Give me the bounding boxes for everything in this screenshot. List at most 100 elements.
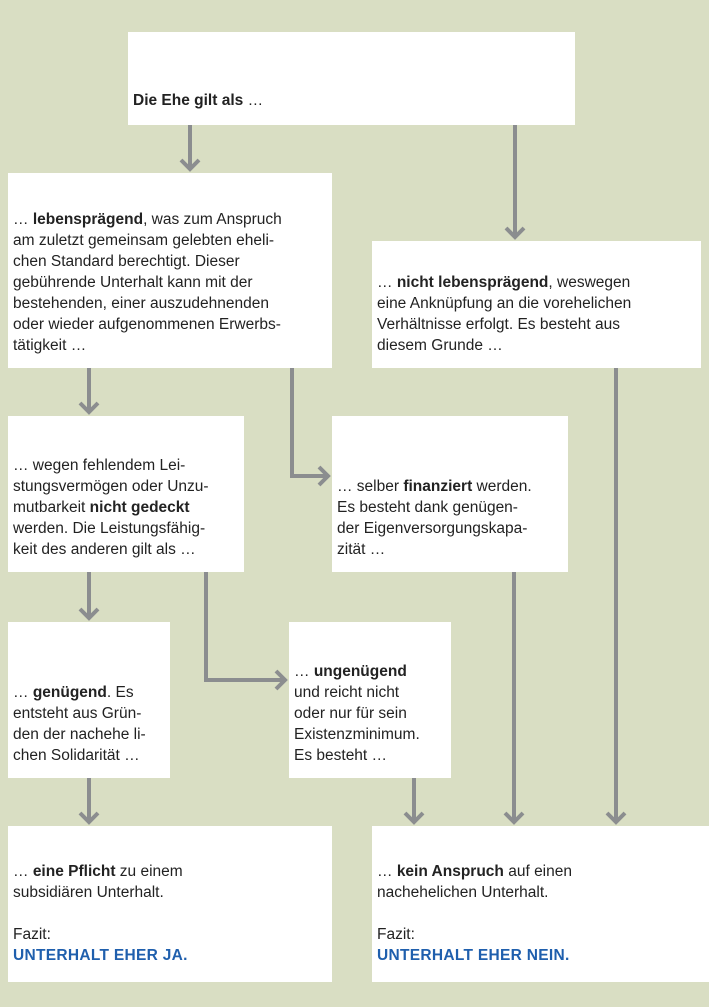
text-line: diesem Grunde …	[377, 335, 695, 356]
text: …	[294, 663, 314, 680]
text-line: entsteht aus Grün-	[13, 703, 164, 724]
text: …	[13, 863, 33, 880]
text-line: … genügend. Es	[13, 682, 164, 703]
arrowhead-icon	[403, 811, 425, 825]
bold-text: nicht gedeckt	[89, 499, 190, 516]
text: , was zum Anspruch	[143, 211, 282, 228]
text-line: chen Standard berechtigt. Dieser	[13, 251, 326, 272]
text: entsteht aus Grün-	[13, 705, 142, 722]
box-finanziert: … selber finanziert werden. Es besteht da…	[332, 416, 568, 572]
box-result-nein: … kein Anspruch auf einen nachehelichen U…	[372, 826, 709, 982]
text-line: subsidiären Unterhalt.	[13, 882, 326, 903]
text: mutbarkeit	[13, 499, 90, 516]
text-line: Die Ehe gilt als …	[133, 90, 569, 111]
fazit-result: UNTERHALT EHER JA.	[13, 947, 188, 964]
text-line: … wegen fehlendem Lei-	[13, 455, 238, 476]
text: werden.	[472, 478, 532, 495]
arrowhead-icon	[78, 811, 100, 825]
text: keit des anderen gilt als …	[13, 541, 196, 558]
text-line: stungsvermögen oder Unzu-	[13, 476, 238, 497]
text: auf einen	[503, 863, 572, 880]
arrow-line	[290, 368, 329, 478]
text-line: zität …	[337, 539, 562, 560]
text: …	[247, 92, 264, 109]
text: am zuletzt gemeinsam gelebten eheli-	[13, 232, 275, 249]
text-line: oder nur für sein	[294, 703, 445, 724]
bold-text: kein Anspruch	[396, 863, 504, 880]
box-start: Die Ehe gilt als …	[128, 32, 575, 125]
bold-text: nicht lebensprägend	[396, 274, 549, 291]
text-line: Es besteht …	[294, 745, 445, 766]
arrow-line	[204, 572, 286, 682]
text-line: Existenzminimum.	[294, 724, 445, 745]
text: subsidiären Unterhalt.	[13, 884, 164, 901]
fazit-label: Fazit:	[13, 926, 51, 943]
text-line: … kein Anspruch auf einen	[377, 861, 703, 882]
text-line: gebührende Unterhalt kann mit der	[13, 272, 326, 293]
text-line: werden. Die Leistungsfähig-	[13, 518, 238, 539]
text-line: den der nachehe li-	[13, 724, 164, 745]
bold-text: genügend	[32, 684, 107, 701]
bold-text: Die Ehe gilt als	[133, 92, 248, 109]
text: …	[377, 274, 397, 291]
text-line: keit des anderen gilt als …	[13, 539, 238, 560]
arrowhead-icon	[503, 811, 525, 825]
text: und reicht nicht	[294, 684, 400, 701]
text: gebührende Unterhalt kann mit der	[13, 274, 253, 291]
text-line: der Eigenversorgungskapa-	[337, 518, 562, 539]
box-ungenuegend: … ungenügend und reicht nicht oder nur für…	[289, 622, 451, 778]
text: zu einem	[115, 863, 183, 880]
box-nicht-gedeckt: … wegen fehlendem Lei-stungsvermögen ode…	[8, 416, 244, 572]
text: zität …	[337, 541, 386, 558]
text-line: oder wieder aufgenommenen Erwerbs-	[13, 314, 326, 335]
fazit-label: Fazit:	[377, 926, 415, 943]
box-genuegend: … genügend. Es entsteht aus Grün-den der …	[8, 622, 170, 778]
bold-text: eine Pflicht	[32, 863, 116, 880]
text: …	[13, 684, 33, 701]
arrowhead-icon	[317, 465, 331, 487]
text: Es besteht dank genügen-	[337, 499, 518, 516]
text: Existenzminimum.	[294, 726, 420, 743]
text: Es besteht …	[294, 747, 388, 764]
box-nicht-lebenspraegend: … nicht lebensprägend, weswegen eine Ankn…	[372, 241, 701, 368]
text: stungsvermögen oder Unzu-	[13, 478, 209, 495]
text: . Es	[106, 684, 134, 701]
arrowhead-icon	[179, 158, 201, 172]
box-lebenspraegend: … lebensprägend, was zum Anspruch am zule…	[8, 173, 332, 368]
text-line: mutbarkeit nicht gedeckt	[13, 497, 238, 518]
text-line: Verhältnisse erfolgt. Es besteht aus	[377, 314, 695, 335]
text-line: … lebensprägend, was zum Anspruch	[13, 209, 326, 230]
text: eine Anknüpfung an die vorehelichen	[377, 295, 632, 312]
text: … wegen fehlendem Lei-	[13, 457, 186, 474]
text: …	[13, 211, 33, 228]
text: nachehelichen Unterhalt.	[377, 884, 549, 901]
text: tätigkeit …	[13, 337, 87, 354]
bold-text: lebensprägend	[32, 211, 144, 228]
text: , weswegen	[548, 274, 631, 291]
text: … selber	[337, 478, 404, 495]
text: werden. Die Leistungsfähig-	[13, 520, 206, 537]
text: bestehenden, einer auszudehnenden	[13, 295, 269, 312]
arrowhead-icon	[504, 226, 526, 240]
bold-text: finanziert	[403, 478, 473, 495]
text-line: … ungenügend	[294, 661, 445, 682]
text: oder wieder aufgenommenen Erwerbs-	[13, 316, 281, 333]
arrowhead-icon	[78, 607, 100, 621]
text: diesem Grunde …	[377, 337, 503, 354]
text: Verhältnisse erfolgt. Es besteht aus	[377, 316, 620, 333]
text-line: … selber finanziert werden.	[337, 476, 562, 497]
text-line: chen Solidarität …	[13, 745, 164, 766]
text-line: am zuletzt gemeinsam gelebten eheli-	[13, 230, 326, 251]
box-result-ja: … eine Pflicht zu einem subsidiären Unter…	[8, 826, 332, 982]
arrowhead-icon	[274, 669, 288, 691]
arrowhead-icon	[78, 401, 100, 415]
fazit-result: UNTERHALT EHER NEIN.	[377, 947, 570, 964]
text: oder nur für sein	[294, 705, 407, 722]
text-line: eine Anknüpfung an die vorehelichen	[377, 293, 695, 314]
arrowhead-icon	[605, 811, 627, 825]
text: der Eigenversorgungskapa-	[337, 520, 528, 537]
text-line: … eine Pflicht zu einem	[13, 861, 326, 882]
text-line: nachehelichen Unterhalt.	[377, 882, 703, 903]
text: chen Standard berechtigt. Dieser	[13, 253, 240, 270]
